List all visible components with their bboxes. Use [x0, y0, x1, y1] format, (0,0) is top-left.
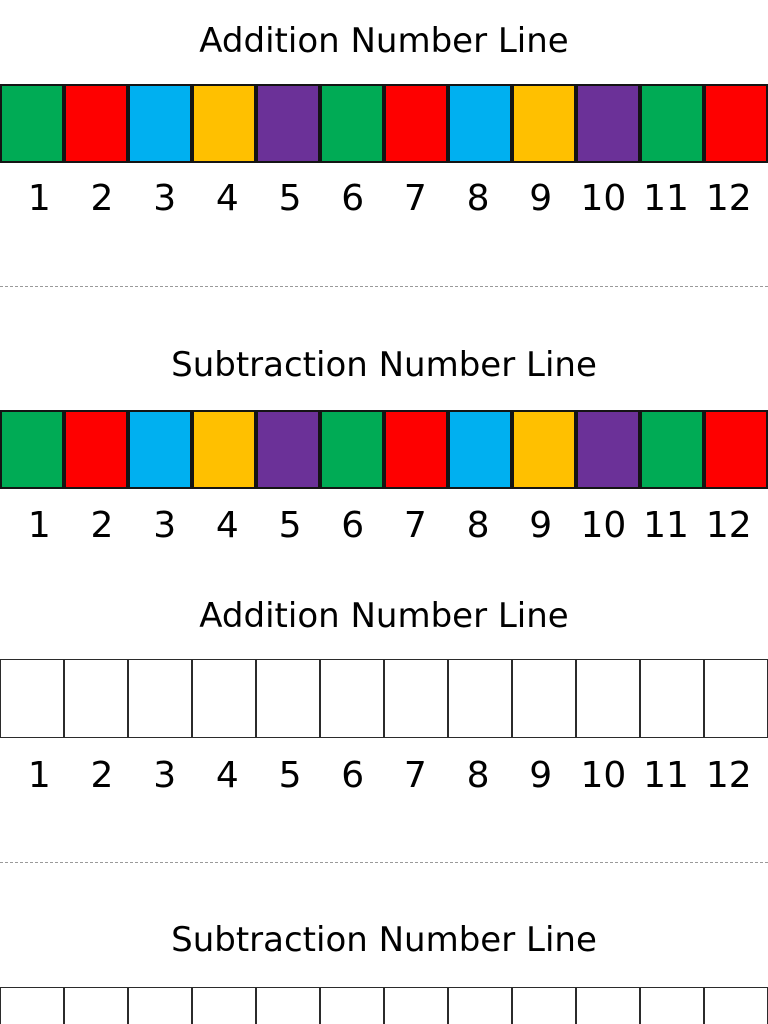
green-cell-11 — [640, 410, 704, 489]
purple-cell-5 — [256, 84, 320, 163]
number-label-7: 7 — [403, 755, 427, 796]
number-label-10: 10 — [580, 178, 627, 219]
number-label-5: 5 — [278, 178, 302, 219]
cut-line-divider — [0, 286, 768, 287]
number-label-3: 3 — [153, 755, 177, 796]
blank-cell-12 — [704, 987, 768, 1024]
number-label-12: 12 — [705, 755, 752, 796]
blank-cell-8 — [448, 659, 512, 738]
blank-cell-8 — [448, 987, 512, 1024]
number-label-9: 9 — [529, 755, 553, 796]
number-label-4: 4 — [215, 755, 239, 796]
green-cell-11 — [640, 84, 704, 163]
blank-cell-7 — [384, 987, 448, 1024]
number-label-11: 11 — [643, 505, 689, 546]
addition-blank-title: Addition Number Line — [199, 596, 569, 636]
number-label-1: 1 — [27, 755, 51, 796]
blank-cell-2 — [64, 987, 128, 1024]
red-cell-12 — [704, 84, 768, 163]
red-cell-2 — [64, 84, 128, 163]
number-label-8: 8 — [466, 505, 490, 546]
blank-cell-9 — [512, 987, 576, 1024]
blank-cell-2 — [64, 659, 128, 738]
number-label-10: 10 — [580, 755, 627, 796]
subtraction-colored-title: Subtraction Number Line — [171, 345, 597, 385]
blank-cell-12 — [704, 659, 768, 738]
number-label-2: 2 — [90, 755, 114, 796]
cut-line-divider — [0, 862, 768, 863]
yellow-cell-4 — [192, 84, 256, 163]
blue-cell-8 — [448, 84, 512, 163]
number-label-11: 11 — [643, 178, 689, 219]
yellow-cell-9 — [512, 410, 576, 489]
blue-cell-8 — [448, 410, 512, 489]
number-label-11: 11 — [643, 755, 689, 796]
addition-colored-number-strip — [0, 84, 768, 163]
blank-cell-7 — [384, 659, 448, 738]
blue-cell-3 — [128, 84, 192, 163]
blank-cell-4 — [192, 659, 256, 738]
blank-cell-6 — [320, 659, 384, 738]
number-label-12: 12 — [705, 178, 752, 219]
number-label-9: 9 — [529, 178, 553, 219]
blank-cell-10 — [576, 659, 640, 738]
yellow-cell-9 — [512, 84, 576, 163]
number-label-4: 4 — [215, 505, 239, 546]
blank-cell-5 — [256, 987, 320, 1024]
blank-cell-5 — [256, 659, 320, 738]
number-label-1: 1 — [27, 178, 51, 219]
number-label-10: 10 — [580, 505, 627, 546]
green-cell-1 — [0, 410, 64, 489]
number-label-2: 2 — [90, 178, 114, 219]
subtraction-blank-number-strip — [0, 987, 768, 1024]
red-cell-7 — [384, 410, 448, 489]
number-label-8: 8 — [466, 755, 490, 796]
number-label-12: 12 — [705, 505, 752, 546]
addition-colored-title: Addition Number Line — [199, 21, 569, 61]
blank-cell-11 — [640, 987, 704, 1024]
subtraction-colored-number-strip — [0, 410, 768, 489]
blank-cell-3 — [128, 987, 192, 1024]
blank-cell-6 — [320, 987, 384, 1024]
red-cell-12 — [704, 410, 768, 489]
purple-cell-10 — [576, 84, 640, 163]
number-label-4: 4 — [215, 178, 239, 219]
number-label-6: 6 — [341, 505, 365, 546]
addition-blank-number-strip — [0, 659, 768, 738]
blue-cell-3 — [128, 410, 192, 489]
red-cell-2 — [64, 410, 128, 489]
number-label-1: 1 — [27, 505, 51, 546]
number-label-9: 9 — [529, 505, 553, 546]
green-cell-6 — [320, 410, 384, 489]
number-label-7: 7 — [403, 505, 427, 546]
yellow-cell-4 — [192, 410, 256, 489]
purple-cell-10 — [576, 410, 640, 489]
number-label-5: 5 — [278, 505, 302, 546]
blank-cell-4 — [192, 987, 256, 1024]
green-cell-6 — [320, 84, 384, 163]
number-label-8: 8 — [466, 178, 490, 219]
purple-cell-5 — [256, 410, 320, 489]
blank-cell-9 — [512, 659, 576, 738]
red-cell-7 — [384, 84, 448, 163]
blank-cell-3 — [128, 659, 192, 738]
number-label-3: 3 — [153, 178, 177, 219]
number-label-2: 2 — [90, 505, 114, 546]
number-label-6: 6 — [341, 755, 365, 796]
blank-cell-10 — [576, 987, 640, 1024]
blank-cell-11 — [640, 659, 704, 738]
blank-cell-1 — [0, 659, 64, 738]
blank-cell-1 — [0, 987, 64, 1024]
number-label-6: 6 — [341, 178, 365, 219]
number-label-7: 7 — [403, 178, 427, 219]
subtraction-blank-title: Subtraction Number Line — [171, 920, 597, 960]
green-cell-1 — [0, 84, 64, 163]
number-label-3: 3 — [153, 505, 177, 546]
number-label-5: 5 — [278, 755, 302, 796]
